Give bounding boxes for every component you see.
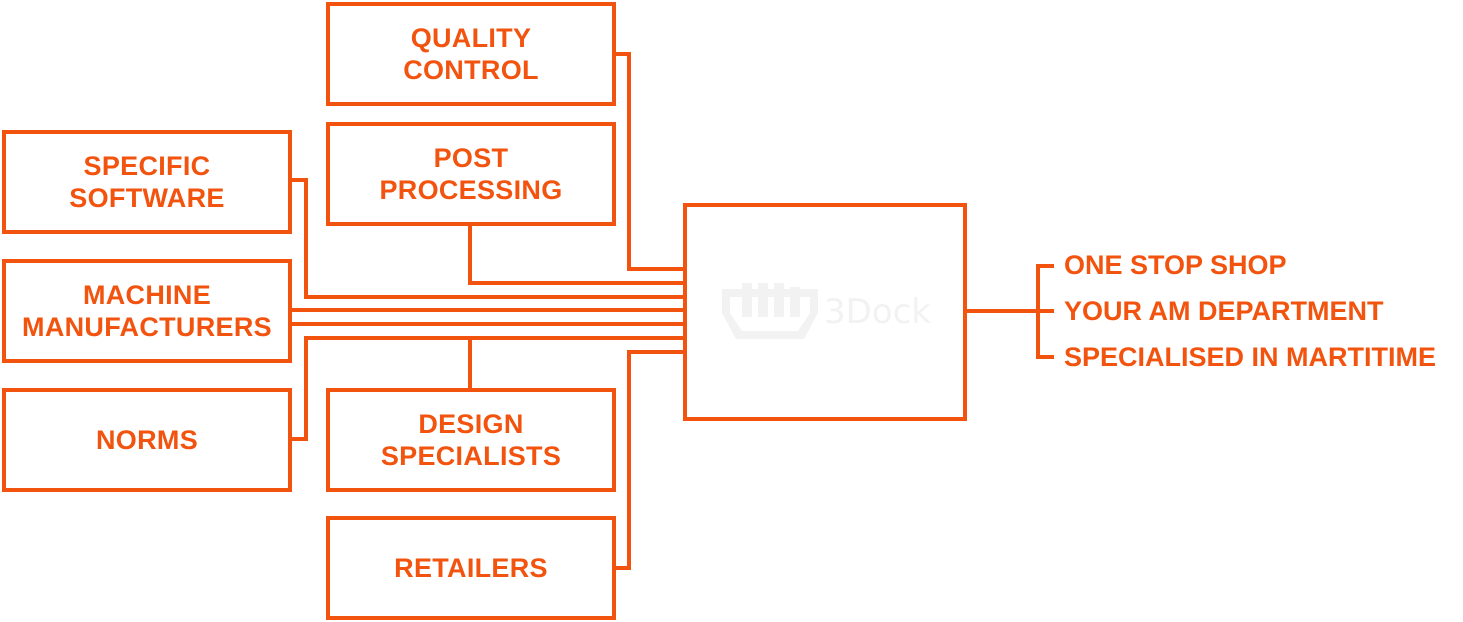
brand-logo-text: 3Dock	[824, 292, 931, 332]
box-specific-software: SPECIFIC SOFTWARE	[2, 130, 292, 234]
box-design-specialists: DESIGN SPECIALISTS	[326, 388, 616, 492]
connector-retailers	[614, 350, 683, 570]
box-post-processing: POST PROCESSING	[326, 122, 616, 226]
connector-design-specialists	[468, 336, 683, 388]
output-one-stop-shop: ONE STOP SHOP	[1064, 250, 1287, 280]
connector-quality-control	[614, 52, 683, 271]
box-machine-manufacturers: MACHINE MANUFACTURERS	[2, 259, 292, 363]
connector-post-processing	[468, 226, 683, 285]
box-norms: NORMS	[2, 388, 292, 492]
box-machine-manufacturers-label: MACHINE MANUFACTURERS	[22, 280, 272, 342]
box-norms-label: NORMS	[96, 425, 198, 455]
box-retailers: RETAILERS	[326, 516, 616, 620]
ship-hull-logo-icon	[722, 283, 818, 339]
box-post-processing-label: POST PROCESSING	[379, 143, 563, 205]
box-quality-control-label: QUALITY CONTROL	[403, 23, 539, 85]
box-specific-software-label: SPECIFIC SOFTWARE	[69, 151, 225, 213]
box-quality-control: QUALITY CONTROL	[326, 2, 616, 106]
hub-box	[683, 203, 967, 421]
box-retailers-label: RETAILERS	[394, 553, 548, 583]
output-maritime: SPECIALISED IN MARTITIME	[1064, 342, 1437, 372]
brand-logo: 3Dock	[720, 283, 931, 341]
box-design-specialists-label: DESIGN SPECIALISTS	[380, 409, 562, 471]
connector-specific-software	[290, 178, 683, 299]
output-am-department: YOUR AM DEPARTMENT	[1064, 296, 1384, 326]
